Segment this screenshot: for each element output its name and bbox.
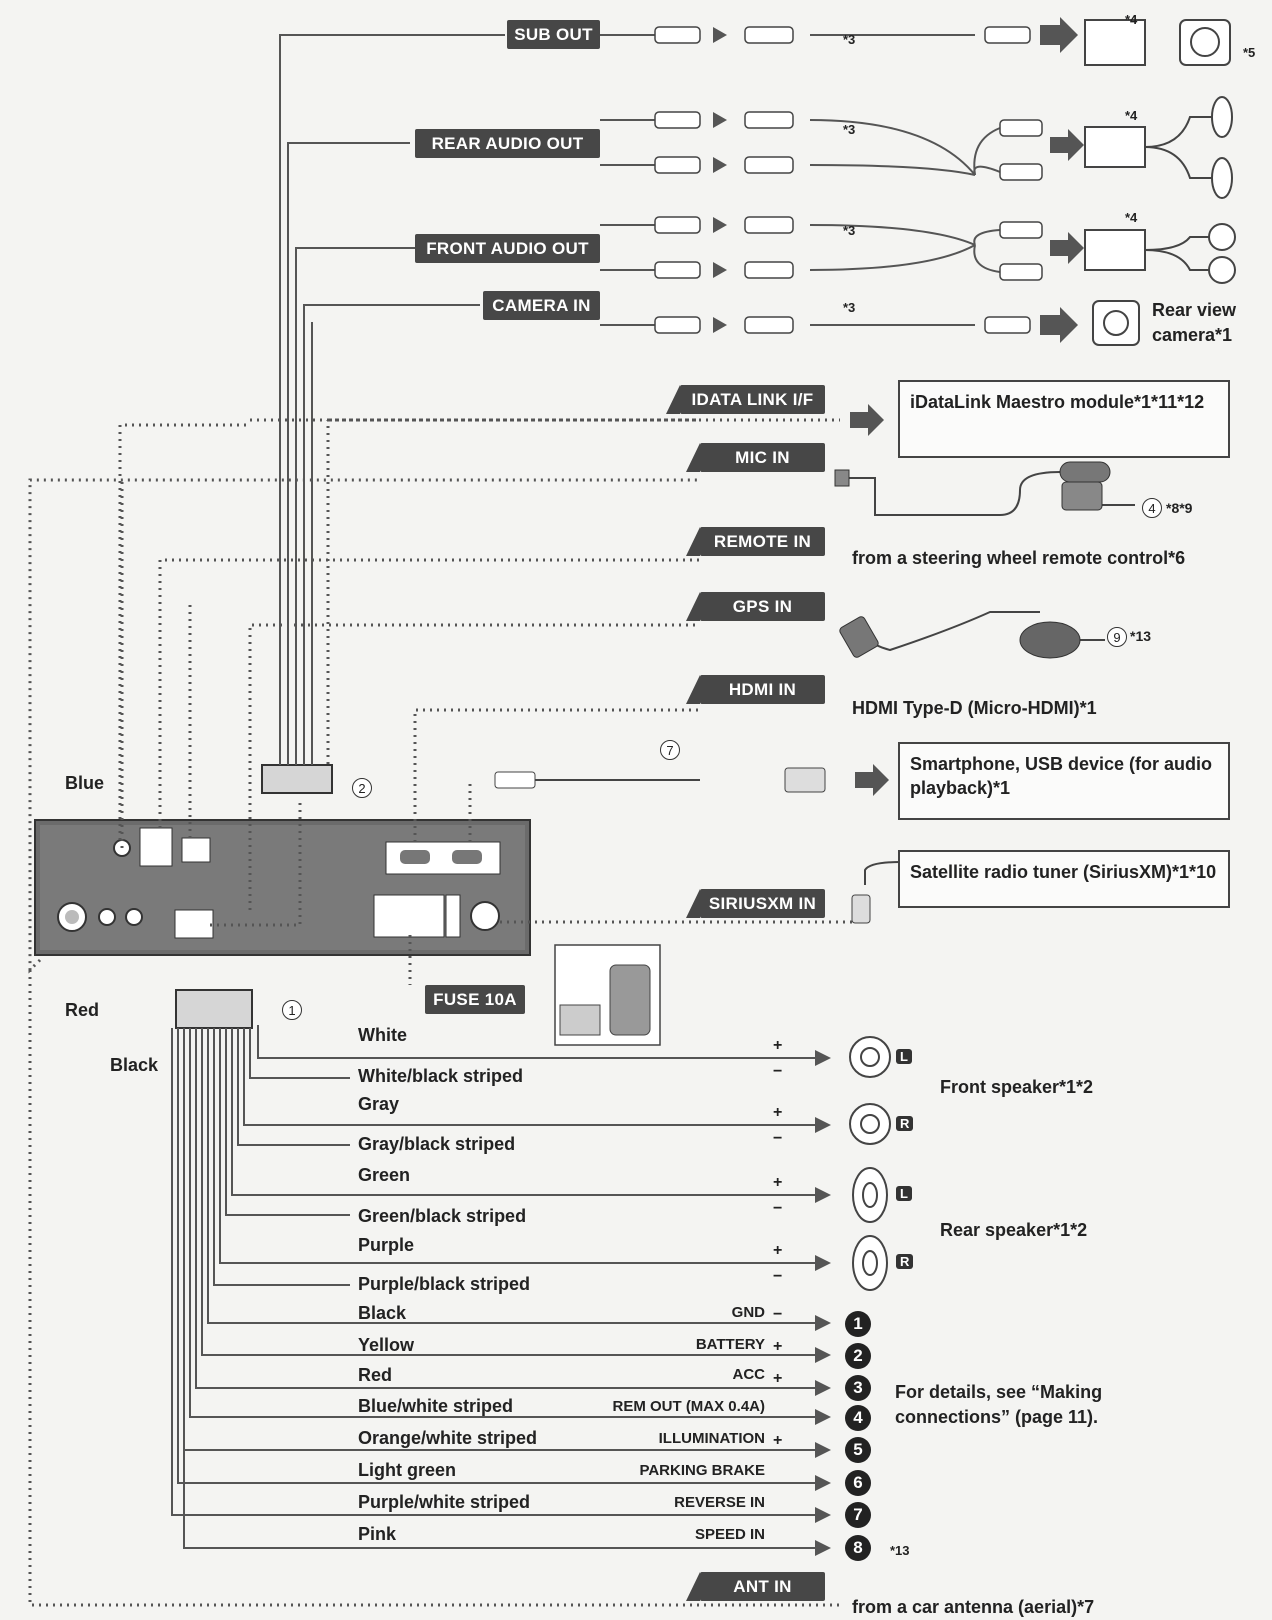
plus-acc: + [773, 1370, 783, 1387]
wire-green-black: Green/black striped [358, 1206, 527, 1226]
details-note: For details, see “Making connections” (p… [895, 1382, 1103, 1428]
num-4: 4 [845, 1405, 871, 1431]
wire-orange-white: Orange/white striped [358, 1428, 538, 1448]
idata-link-label: IDATA LINK I/F [666, 385, 825, 414]
connector-2-callout: 2 [352, 778, 372, 798]
gps-callout: 9 [1107, 627, 1127, 647]
note-3-rear: *3 [843, 122, 856, 137]
minus-front-right: − [773, 1130, 783, 1147]
plus-rear-left: + [773, 1174, 783, 1191]
wire-white-black: White/black striped [358, 1066, 524, 1086]
minus-gnd: − [773, 1306, 783, 1323]
gps-note: *13 [1130, 628, 1152, 644]
func-parking-brake: PARKING BRAKE [639, 1462, 765, 1479]
wire-light-green: Light green [358, 1460, 456, 1480]
wire-gray-black: Gray/black striped [358, 1134, 516, 1154]
plus-rear-right: + [773, 1242, 783, 1259]
num-7: 7 [845, 1502, 871, 1528]
minus-rear-left: − [773, 1200, 783, 1217]
rear-audio-out-label: REAR AUDIO OUT [415, 129, 600, 158]
func-acc: ACC [732, 1366, 766, 1383]
antenna-label: from a car antenna (aerial)*7 [852, 1597, 1095, 1617]
front-speaker-label: Front speaker*1*2 [940, 1077, 1094, 1097]
num-2: 2 [845, 1343, 871, 1369]
num-1: 1 [845, 1311, 871, 1337]
func-illumination: ILLUMINATION [658, 1430, 765, 1447]
mic-in-label: MIC IN [686, 443, 825, 472]
minus-front-left: − [773, 1063, 783, 1080]
fuse-label: FUSE 10A [425, 985, 525, 1014]
rear-view-camera-label-2: camera*1 [1152, 325, 1233, 345]
channel-rear-right: R [896, 1254, 914, 1269]
channel-front-right: R [896, 1116, 914, 1131]
rear-view-camera-label: Rear view [1152, 300, 1237, 320]
usb-callout: 7 [660, 740, 680, 760]
note-4-front: *4 [1125, 210, 1138, 225]
func-speed-in: SPEED IN [694, 1526, 765, 1543]
red-jack-label: Red [65, 1000, 100, 1020]
note-3-camera: *3 [843, 300, 856, 315]
hdmi-label: HDMI Type-D (Micro-HDMI)*1 [852, 698, 1097, 718]
num-8: 8 [845, 1535, 871, 1561]
note-3-front: *3 [843, 223, 856, 238]
plus-battery: + [773, 1338, 783, 1355]
wire-purple-white: Purple/white striped [358, 1492, 531, 1512]
wire-purple-black: Purple/black striped [358, 1274, 531, 1294]
note-5: *5 [1243, 45, 1256, 60]
note-4-rear: *4 [1125, 108, 1138, 123]
num-3: 3 [845, 1375, 871, 1401]
note-3-sub: *3 [843, 32, 856, 47]
usb-device-box: Smartphone, USB device (for audio playba… [898, 742, 1230, 820]
black-jack-label: Black [110, 1055, 159, 1075]
func-battery: BATTERY [695, 1336, 765, 1353]
channel-front-left: L [896, 1049, 912, 1064]
sub-out-label: SUB OUT [507, 20, 600, 49]
rear-speaker-label: Rear speaker*1*2 [940, 1220, 1088, 1240]
wire-white: White [358, 1025, 407, 1045]
mic-note: *8*9 [1166, 500, 1193, 516]
sirius-tuner-box: Satellite radio tuner (SiriusXM)*1*10 [898, 850, 1230, 908]
blue-jack-label: Blue [65, 773, 105, 793]
func-rem-out: REM OUT (MAX 0.4A) [612, 1398, 765, 1415]
func-reverse-in: REVERSE IN [674, 1494, 765, 1511]
wire-red: Red [358, 1365, 393, 1385]
speed-note: *13 [890, 1543, 910, 1558]
remote-in-label: REMOTE IN [686, 527, 825, 556]
plus-front-right: + [773, 1104, 783, 1121]
gps-in-label: GPS IN [686, 592, 825, 621]
ant-in-label: ANT IN [686, 1572, 825, 1601]
wire-green: Green [358, 1165, 411, 1185]
minus-rear-right: − [773, 1268, 783, 1285]
idatalink-module-box: iDataLink Maestro module*1*11*12 [898, 380, 1230, 458]
wire-gray: Gray [358, 1094, 400, 1114]
mic-callout: 4 [1142, 498, 1162, 518]
channel-rear-left: L [896, 1186, 912, 1201]
num-5: 5 [845, 1437, 871, 1463]
plus-illumination: + [773, 1432, 783, 1449]
func-gnd: GND [731, 1304, 765, 1321]
camera-in-label: CAMERA IN [483, 291, 600, 320]
wire-pink: Pink [358, 1524, 397, 1544]
wire-purple: Purple [358, 1235, 415, 1255]
siriusxm-in-label: SIRIUSXM IN [686, 889, 825, 918]
wire-yellow: Yellow [358, 1335, 415, 1355]
front-audio-out-label: FRONT AUDIO OUT [415, 234, 600, 263]
plus-front-left: + [773, 1037, 783, 1054]
wire-black: Black [358, 1303, 407, 1323]
wire-blue-white: Blue/white striped [358, 1396, 514, 1416]
note-4-sub: *4 [1125, 12, 1138, 27]
steering-remote-label: from a steering wheel remote control*6 [852, 548, 1186, 568]
hdmi-in-label: HDMI IN [686, 675, 825, 704]
num-6: 6 [845, 1470, 871, 1496]
connector-1-callout: 1 [282, 1000, 302, 1020]
